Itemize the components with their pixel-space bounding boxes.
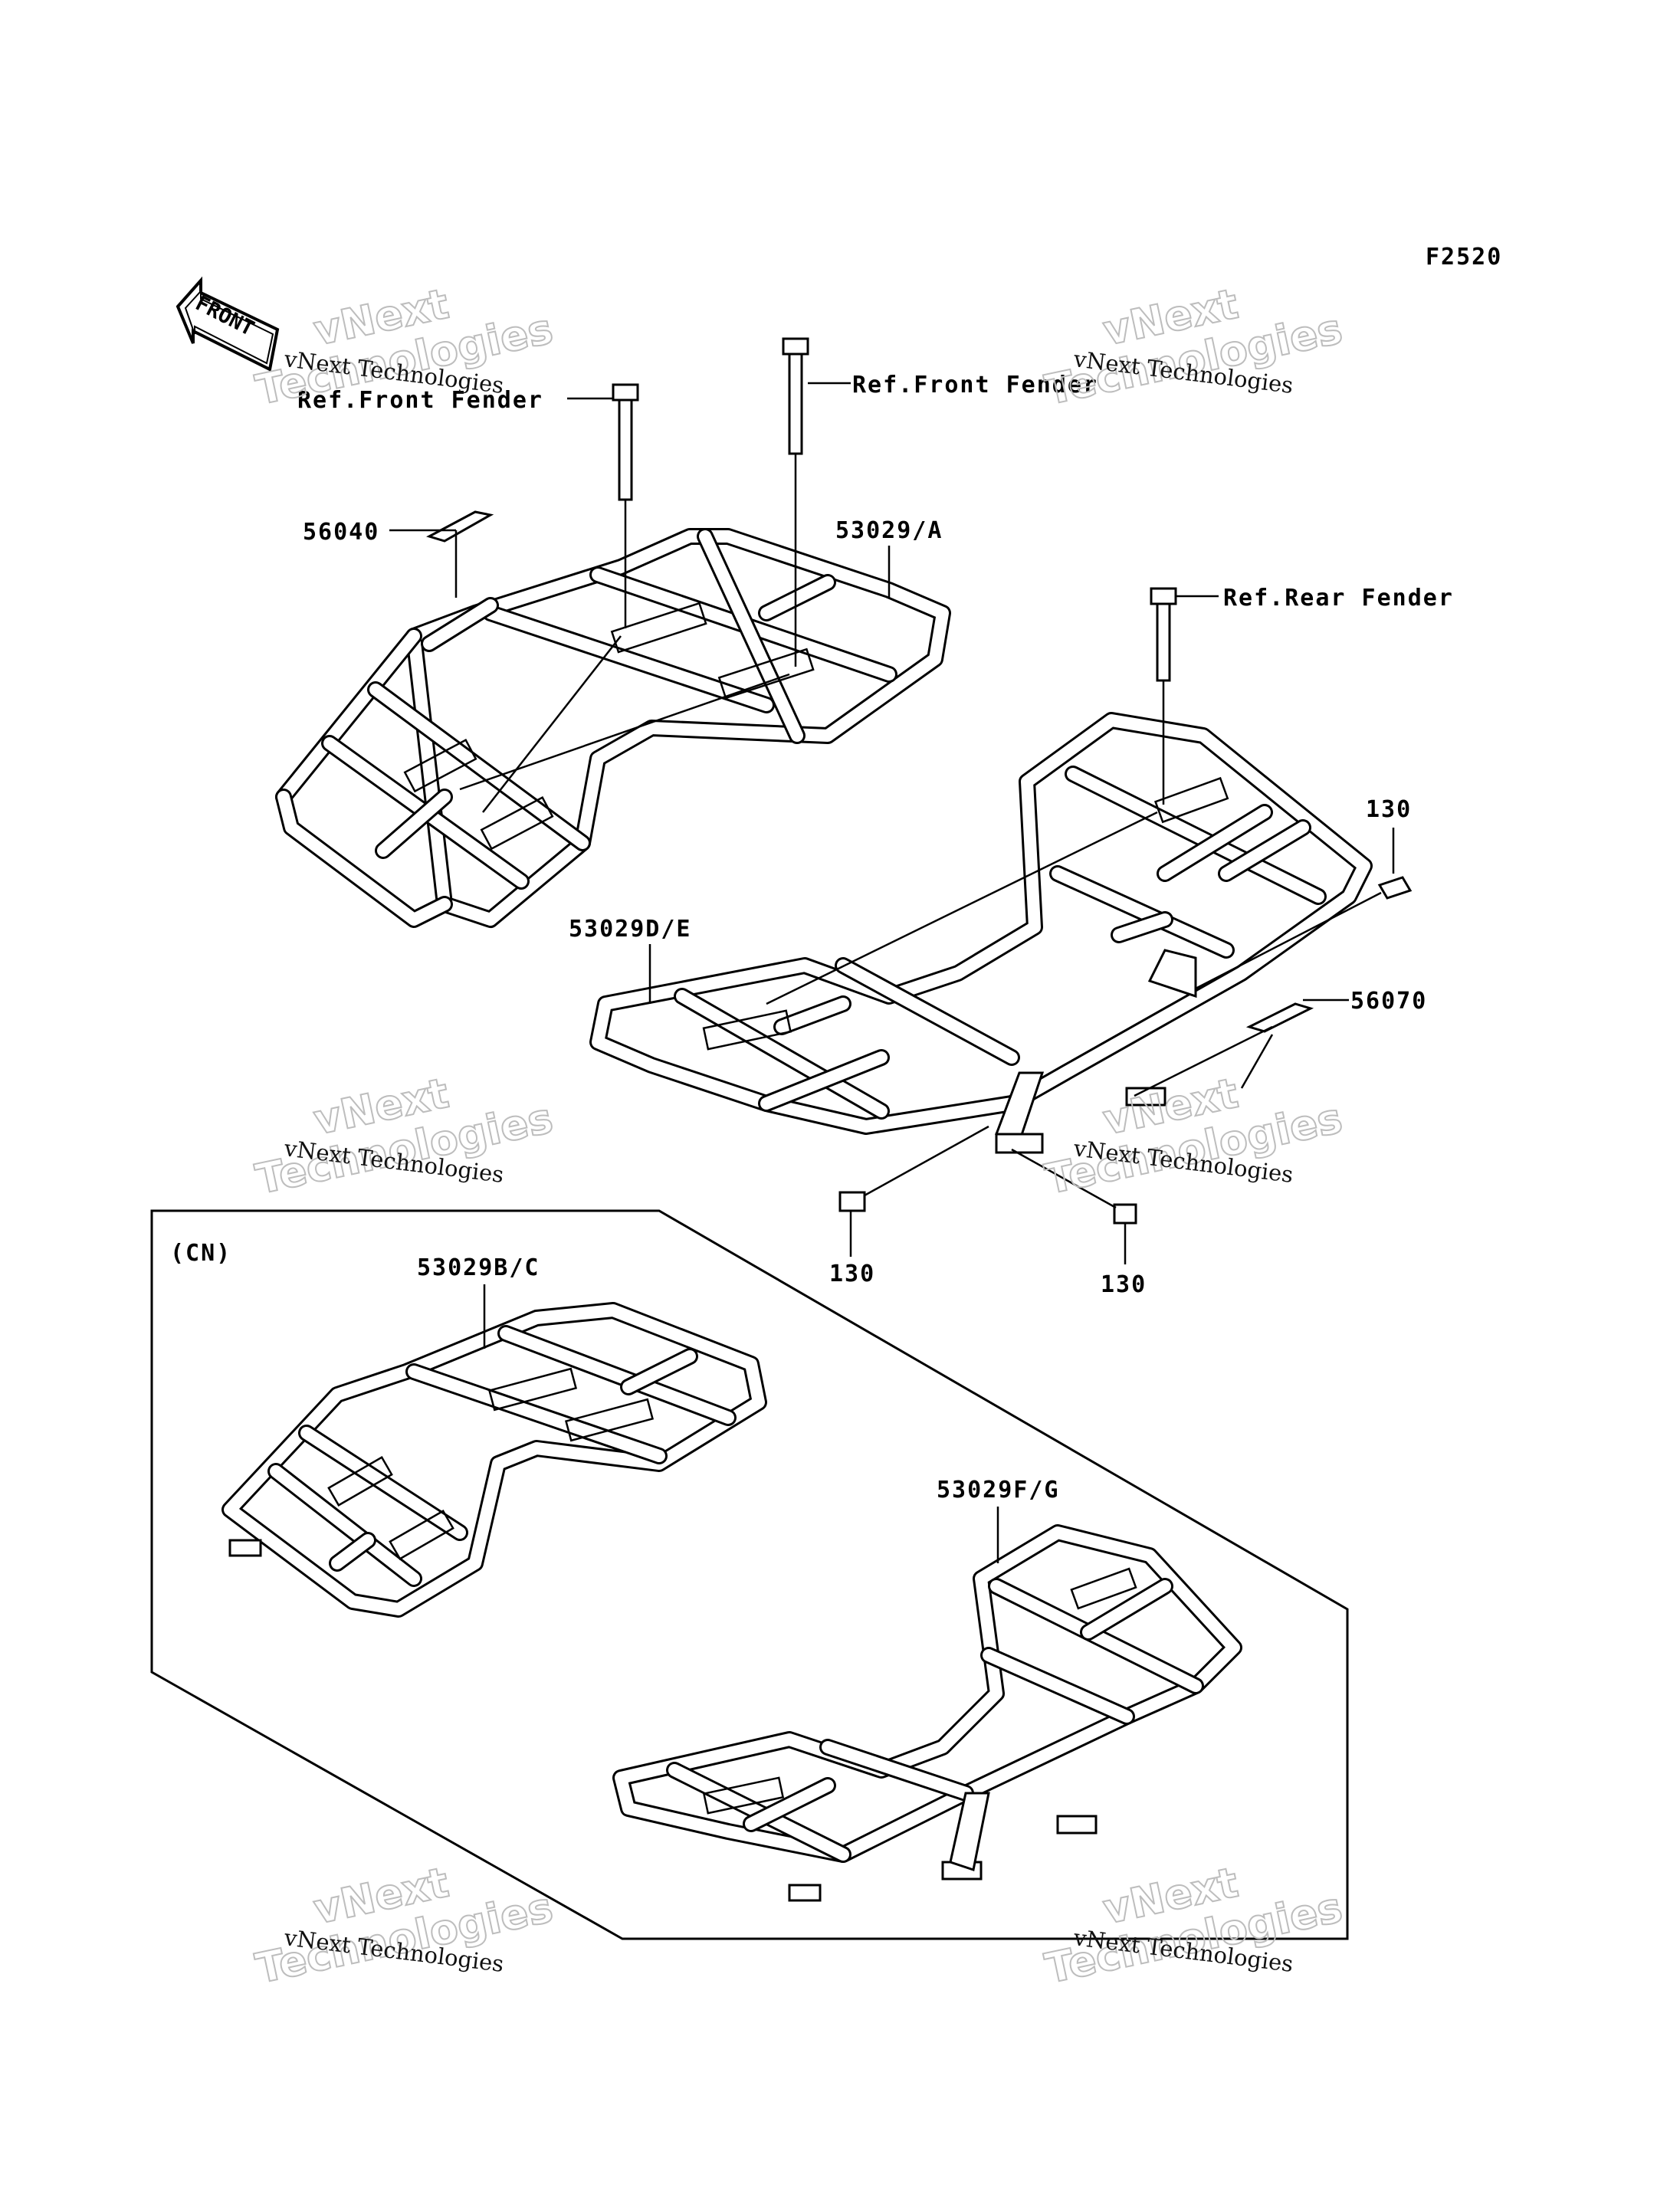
label-56040: 56040 <box>303 519 379 546</box>
decal-56040-icon <box>426 510 494 543</box>
cn-region-outline <box>150 1209 1349 1940</box>
label-130-bottom-right: 130 <box>1101 1271 1147 1298</box>
label-53029-bc: 53029B/C <box>417 1254 540 1281</box>
label-56070: 56070 <box>1350 988 1427 1015</box>
watermark: vNext Technologies <box>1040 1858 1347 1994</box>
cn-front-carrier-53029-bc <box>221 1302 767 1618</box>
bolt-130-right-icon <box>1195 876 1413 990</box>
label-ref-front-fender-left: Ref.Front Fender <box>297 387 543 414</box>
decal-56070-icon <box>1245 1002 1314 1033</box>
watermark: vNext Technologies <box>251 1068 557 1205</box>
bolt-rear-icon <box>1150 587 1177 805</box>
bolt-130-bottom-right-icon <box>1011 1148 1137 1225</box>
label-53029-a: 53029/A <box>835 517 943 544</box>
rear-carrier-53029-de <box>589 712 1373 1154</box>
front-carrier-53029-a <box>275 528 951 928</box>
label-ref-front-fender-right: Ref.Front Fender <box>852 372 1098 398</box>
label-130-right: 130 <box>1366 796 1412 823</box>
cn-rear-carrier-53029-fg <box>612 1524 1242 1902</box>
bolt-130-bottom-left-icon <box>838 1125 989 1212</box>
watermark: vNext Technologies <box>251 1858 557 1994</box>
front-arrow-icon: FRONT <box>176 276 280 372</box>
label-53029-de: 53029D/E <box>569 916 692 943</box>
bolt-front-left-icon <box>612 383 639 628</box>
label-region-cn: (CN) <box>170 1240 231 1267</box>
watermark: vNext Technologies <box>1040 279 1347 415</box>
label-130-bottom-left: 130 <box>829 1261 875 1287</box>
label-53029-fg: 53029F/G <box>937 1477 1060 1503</box>
figure-code: F2520 <box>1426 244 1502 271</box>
label-ref-rear-fender: Ref.Rear Fender <box>1223 585 1454 612</box>
bolt-front-right-icon <box>782 337 809 667</box>
